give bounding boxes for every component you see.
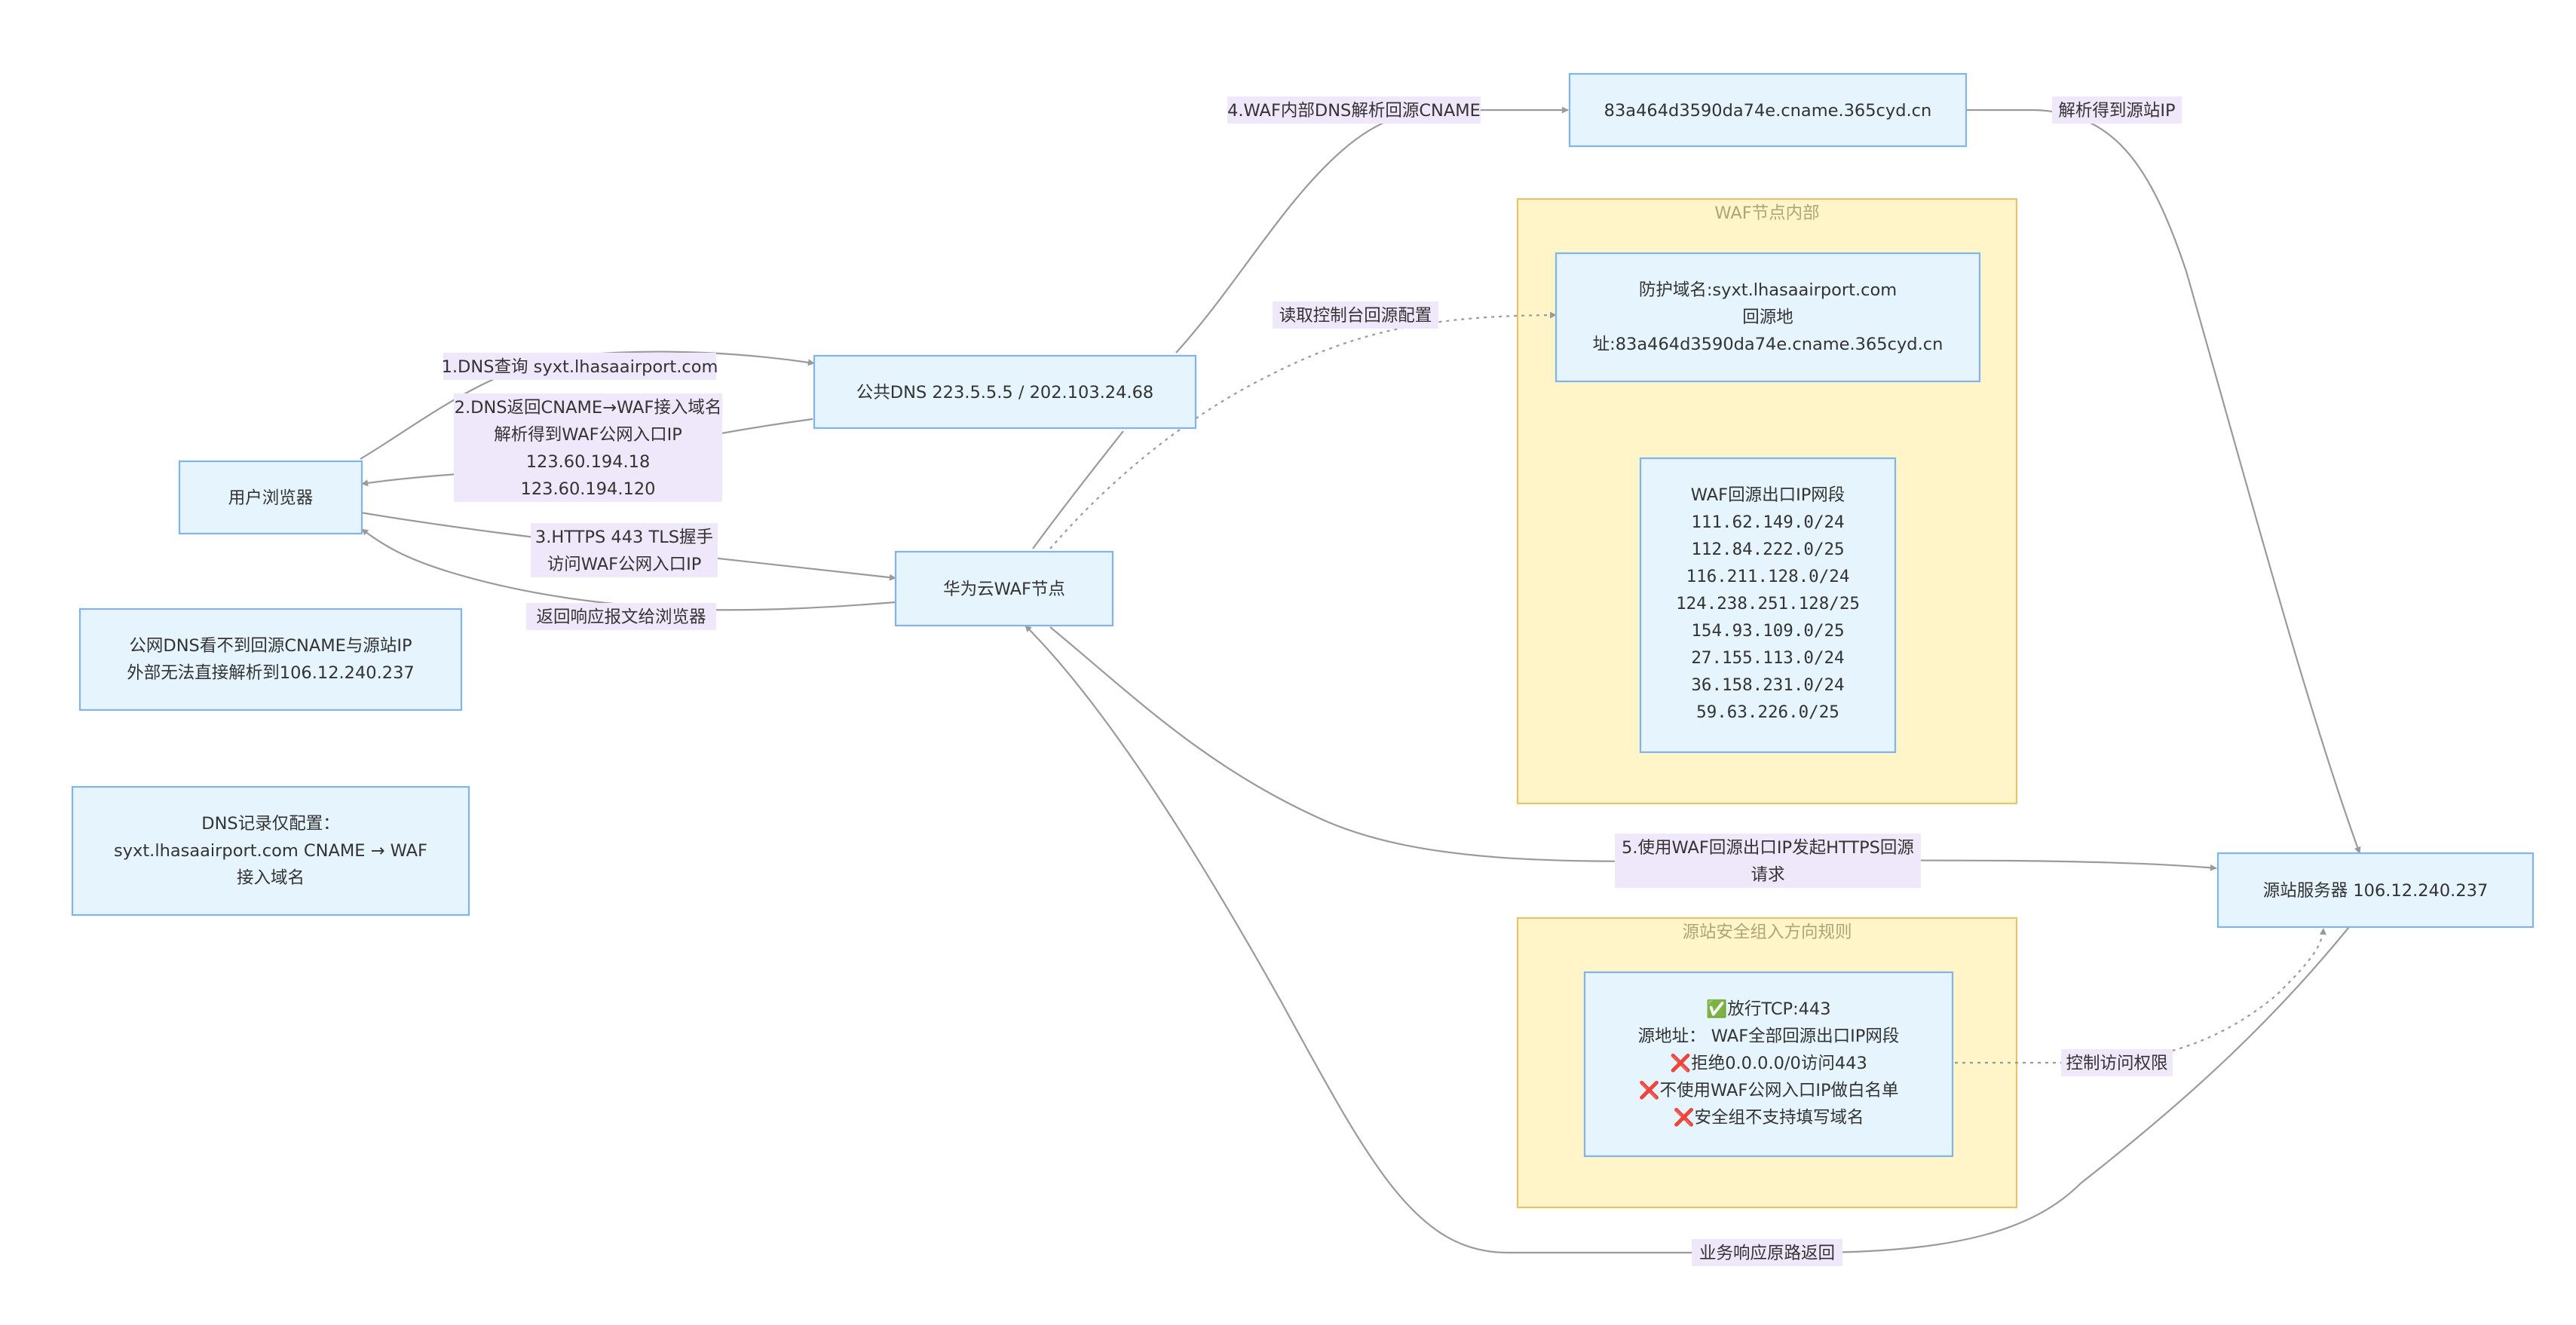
note-dns-record-line2: syxt.lhasaairport.com CNAME → WAF: [114, 841, 427, 861]
label-waf-dns-text: 4.WAF内部DNS解析回源CNAME: [1227, 101, 1481, 121]
label-dns-return-line4: 123.60.194.120: [521, 479, 656, 499]
label-https-handshake-line1: 3.HTTPS 443 TLS握手: [535, 528, 713, 547]
note-dns-record-line3: 接入域名: [237, 868, 305, 888]
edge-waf-dns: [1032, 430, 1124, 549]
label-waf-dns: 4.WAF内部DNS解析回源CNAME: [1227, 96, 1481, 124]
label-dns-query: 1.DNS查询 syxt.lhasaairport.com: [442, 353, 718, 380]
node-sg-rules-line3: ❌拒绝0.0.0.0/0访问443: [1670, 1053, 1867, 1073]
node-sg-rules-line2: 源地址： WAF全部回源出口IP网段: [1638, 1027, 1900, 1046]
label-dns-return-line2: 解析得到WAF公网入口IP: [494, 425, 682, 445]
node-cname-label: 83a464d3590da74e.cname.365cyd.cn: [1604, 101, 1932, 121]
node-waf-egress-ip-7: 36.158.231.0/24: [1691, 675, 1844, 695]
label-resolve-origin: 解析得到源站IP: [2052, 96, 2182, 124]
node-protect-domain-line2: 回源地: [1742, 308, 1793, 327]
edge-return-browser: [361, 528, 896, 611]
node-user-browser-label: 用户浏览器: [228, 488, 314, 508]
note-public-dns-line1: 公网DNS看不到回源CNAME与源站IP: [129, 636, 412, 656]
node-protect-domain-line1: 防护域名:syxt.lhasaairport.com: [1639, 280, 1897, 300]
note-dns-record-line1: DNS记录仅配置：: [201, 814, 339, 834]
label-waf-origin: 5.使用WAF回源出口IP发起HTTPS回源 请求: [1615, 834, 1921, 888]
node-waf-egress: WAF回源出口IP网段 111.62.149.0/24 112.84.222.0…: [1639, 457, 1897, 754]
node-waf-egress-ip-5: 154.93.109.0/25: [1691, 621, 1844, 641]
label-dns-query-text: 1.DNS查询 syxt.lhasaairport.com: [442, 357, 718, 377]
label-resolve-origin-text: 解析得到源站IP: [2058, 101, 2175, 121]
note-public-dns: 公网DNS看不到回源CNAME与源站IP 外部无法直接解析到106.12.240…: [78, 607, 463, 711]
node-waf-egress-ip-4: 124.238.251.128/25: [1676, 594, 1860, 614]
node-sg-rules-line1: ✅放行TCP:443: [1706, 999, 1830, 1019]
node-sg-rules: ✅放行TCP:443 源地址： WAF全部回源出口IP网段 ❌拒绝0.0.0.0…: [1583, 971, 1954, 1158]
cluster-waf-inner-title: WAF节点内部: [1714, 203, 1819, 223]
node-protect-domain-line3: 址:83a464d3590da74e.cname.365cyd.cn: [1593, 335, 1943, 354]
label-waf-origin-line2: 请求: [1751, 865, 1784, 885]
node-user-browser: 用户浏览器: [178, 460, 363, 535]
label-read-config-text: 读取控制台回源配置: [1279, 306, 1432, 326]
label-biz-return: 业务响应原路返回: [1692, 1239, 1842, 1266]
label-return-browser: 返回响应报文给浏览器: [526, 603, 716, 630]
node-waf-egress-ip-8: 59.63.226.0/25: [1696, 702, 1839, 722]
node-sg-rules-line5: ❌安全组不支持填写域名: [1673, 1107, 1864, 1128]
cluster-security-group-title: 源站安全组入方向规则: [1682, 923, 1852, 942]
note-dns-record: DNS记录仅配置： syxt.lhasaairport.com CNAME → …: [71, 785, 470, 916]
label-read-config: 读取控制台回源配置: [1273, 301, 1438, 329]
edge-biz-return: [1025, 625, 2350, 1254]
node-waf-node: 华为云WAF节点: [894, 550, 1114, 627]
edge-read-config: [1049, 311, 1557, 549]
node-public-dns-label: 公共DNS 223.5.5.5 / 202.103.24.68: [856, 383, 1153, 402]
node-waf-egress-ip-2: 112.84.222.0/25: [1691, 540, 1844, 559]
label-https-handshake: 3.HTTPS 443 TLS握手 访问WAF公网入口IP: [531, 523, 718, 577]
label-waf-origin-line1: 5.使用WAF回源出口IP发起HTTPS回源: [1622, 838, 1914, 858]
node-origin-server-label: 源站服务器 106.12.240.237: [2263, 881, 2489, 901]
edge-waf-origin: [1049, 626, 2217, 871]
edge-resolve-origin: [1966, 109, 2361, 854]
label-control-access: 控制访问权限: [2061, 1049, 2173, 1076]
node-waf-egress-ip-1: 111.62.149.0/24: [1691, 513, 1844, 532]
node-waf-egress-title: WAF回源出口IP网段: [1691, 485, 1845, 505]
label-control-access-text: 控制访问权限: [2066, 1054, 2167, 1073]
label-return-browser-text: 返回响应报文给浏览器: [536, 607, 706, 627]
node-waf-egress-ip-6: 27.155.113.0/24: [1691, 648, 1844, 668]
label-dns-return-line1: 2.DNS返回CNAME→WAF接入域名: [455, 398, 722, 418]
note-public-dns-line2: 外部无法直接解析到106.12.240.237: [127, 663, 414, 683]
label-dns-return-line3: 123.60.194.18: [526, 452, 651, 472]
node-protect-domain: 防护域名:syxt.lhasaairport.com 回源地 址:83a464d…: [1554, 252, 1981, 383]
node-public-dns: 公共DNS 223.5.5.5 / 202.103.24.68: [813, 354, 1197, 430]
label-https-handshake-line2: 访问WAF公网入口IP: [547, 555, 702, 574]
node-waf-node-label: 华为云WAF节点: [943, 580, 1065, 599]
edge-control-access: [1955, 928, 2326, 1064]
node-cname: 83a464d3590da74e.cname.365cyd.cn: [1568, 72, 1968, 148]
node-origin-server: 源站服务器 106.12.240.237: [2216, 852, 2535, 929]
node-waf-egress-ip-3: 116.211.128.0/24: [1686, 567, 1850, 586]
label-biz-return-text: 业务响应原路返回: [1699, 1244, 1835, 1263]
label-dns-return: 2.DNS返回CNAME→WAF接入域名 解析得到WAF公网入口IP 123.6…: [454, 393, 722, 502]
node-sg-rules-line4: ❌不使用WAF公网入口IP做白名单: [1638, 1080, 1898, 1100]
